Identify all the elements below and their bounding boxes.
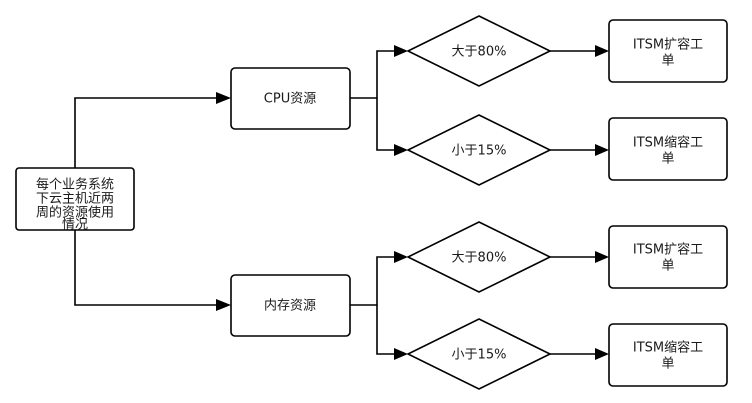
memory-node[interactable]: 内存资源	[230, 274, 351, 337]
memory-shrink-box	[608, 323, 728, 387]
edge-memory-to-high	[350, 256, 396, 306]
cpu-high-decision[interactable]: 大于80%	[406, 15, 552, 87]
cpu-low-condition: 小于15%	[452, 144, 507, 159]
cpu-expand-ticket[interactable]: ITSM扩容工 单	[608, 19, 728, 83]
cpu-expand-box	[608, 19, 728, 83]
memory-high-decision[interactable]: 大于80%	[406, 221, 552, 293]
arrowhead-cpu-low	[394, 144, 408, 156]
cpu-low-diamond	[406, 114, 552, 186]
cpu-box	[230, 67, 351, 130]
arrowhead-memory	[216, 299, 231, 311]
root-label-line-3: 周的资源使用	[36, 205, 114, 221]
edge-cpu-to-high	[350, 50, 396, 99]
memory-low-decision[interactable]: 小于15%	[406, 318, 552, 390]
memory-shrink-label-line-2: 单	[661, 357, 674, 372]
memory-high-diamond	[406, 221, 552, 293]
cpu-shrink-box	[608, 117, 728, 181]
cpu-shrink-label-line-2: 单	[661, 152, 674, 167]
connectors	[74, 45, 609, 360]
root-box	[15, 167, 135, 231]
memory-high-condition: 大于80%	[452, 251, 507, 266]
arrowhead-memory-high-result	[595, 251, 609, 263]
cpu-expand-label-line-2: 单	[661, 54, 674, 69]
cpu-label: CPU资源	[264, 92, 316, 107]
arrowhead-cpu-low-result	[595, 144, 609, 156]
cpu-node[interactable]: CPU资源	[230, 67, 351, 130]
edge-memory-to-low	[376, 305, 396, 355]
root-label-line-1: 每个业务系统	[36, 177, 114, 193]
cpu-expand-label-line-1: ITSM扩容工	[633, 37, 703, 53]
memory-box	[230, 274, 351, 337]
cpu-shrink-label-line-1: ITSM缩容工	[633, 135, 703, 151]
memory-expand-box	[608, 225, 728, 289]
arrowhead-cpu	[216, 92, 231, 104]
memory-shrink-ticket[interactable]: ITSM缩容工 单	[608, 323, 728, 387]
arrowhead-cpu-high	[394, 45, 408, 57]
root-label-line-4: 情况	[62, 218, 88, 233]
cpu-high-diamond	[406, 15, 552, 87]
arrowhead-memory-low-result	[595, 348, 609, 360]
memory-label: 内存资源	[264, 298, 316, 314]
memory-low-condition: 小于15%	[452, 348, 507, 363]
arrowhead-memory-low	[394, 348, 408, 360]
arrowhead-memory-high	[394, 251, 408, 263]
memory-expand-label-line-2: 单	[661, 259, 674, 274]
cpu-high-condition: 大于80%	[452, 45, 507, 60]
edge-root-to-cpu	[74, 97, 218, 168]
edge-cpu-to-low	[376, 98, 396, 151]
cpu-shrink-ticket[interactable]: ITSM缩容工 单	[608, 117, 728, 181]
memory-low-diamond	[406, 318, 552, 390]
arrowhead-cpu-high-result	[595, 45, 609, 57]
cpu-low-decision[interactable]: 小于15%	[406, 114, 552, 186]
memory-shrink-label-line-1: ITSM缩容工	[633, 340, 703, 356]
memory-expand-label-line-1: ITSM扩容工	[633, 242, 703, 258]
root-node[interactable]: 每个业务系统 下云主机近两 周的资源使用 情况	[15, 167, 135, 233]
edge-root-to-memory	[74, 230, 218, 306]
memory-expand-ticket[interactable]: ITSM扩容工 单	[608, 225, 728, 289]
root-label-line-2: 下云主机近两	[36, 192, 114, 207]
